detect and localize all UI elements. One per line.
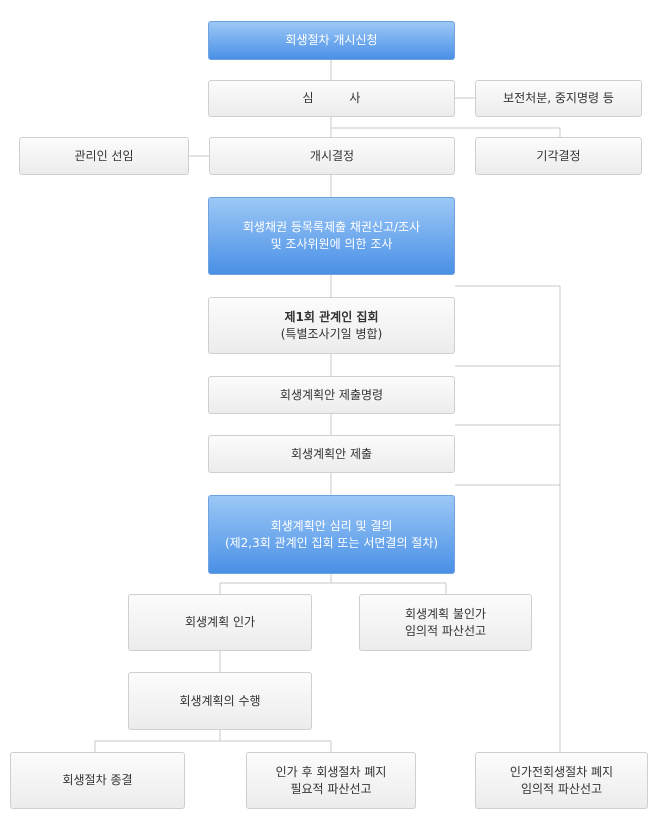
node-disapproval-line2: 임의적 파산선고 (404, 623, 487, 638)
node-plan-review-line2: (제2,3회 관계인 집회 또는 서면결의 절차) (224, 535, 439, 550)
node-review-label: 심 사 (302, 91, 377, 105)
node-approval: 회생계획 인가 (128, 594, 312, 651)
node-start-label: 회생절차 개시신청 (285, 33, 378, 47)
node-meeting1: 제1회 관계인 집회 (특별조사기일 병합) (208, 297, 455, 354)
node-pre-abolition-line1: 인가전회생절차 폐지 (509, 764, 614, 779)
node-manager-label: 관리인 선임 (74, 148, 134, 163)
node-claims: 회생채권 등목록제출 채권신고/조사 및 조사위원에 의한 조사 (208, 197, 455, 275)
node-plan-review: 회생계획안 심리 및 결의 (제2,3회 관계인 집회 또는 서면결의 절차) (208, 495, 455, 574)
node-plan-submit: 회생계획안 제출 (208, 435, 455, 473)
node-commencement: 개시결정 (209, 137, 455, 175)
node-dismissal: 기각결정 (475, 137, 642, 175)
node-post-abolition: 인가 후 회생절차 폐지 필요적 파산선고 (246, 752, 416, 809)
node-plan-order-label: 회생계획안 제출명령 (279, 387, 384, 402)
node-claims-line2: 및 조사위원에 의한 조사 (270, 237, 393, 251)
node-post-abolition-line2: 필요적 파산선고 (290, 781, 372, 796)
node-preservation-label: 보전처분, 중지명령 등 (503, 91, 614, 105)
node-execution-label: 회생계획의 수행 (179, 693, 261, 708)
node-termination: 회생절차 종결 (10, 752, 185, 809)
node-meeting1-line1: 제1회 관계인 집회 (284, 309, 379, 324)
node-commencement-label: 개시결정 (309, 148, 355, 163)
node-execution: 회생계획의 수행 (128, 672, 312, 730)
node-approval-label: 회생계획 인가 (184, 615, 256, 629)
node-pre-abolition: 인가전회생절차 폐지 임의적 파산선고 (475, 752, 648, 809)
node-pre-abolition-line2: 임의적 파산선고 (520, 781, 603, 796)
node-post-abolition-line1: 인가 후 회생절차 폐지 (275, 764, 387, 779)
node-disapproval: 회생계획 불인가 임의적 파산선고 (359, 594, 532, 651)
node-manager: 관리인 선임 (19, 137, 189, 175)
node-termination-label: 회생절차 종결 (62, 773, 133, 787)
node-dismissal-label: 기각결정 (536, 148, 581, 163)
node-claims-line1: 회생채권 등목록제출 채권신고/조사 (242, 220, 421, 234)
node-plan-submit-label: 회생계획안 제출 (290, 446, 373, 461)
node-plan-review-line1: 회생계획안 심리 및 결의 (270, 518, 393, 533)
node-preservation: 보전처분, 중지명령 등 (475, 80, 642, 117)
node-meeting1-line2: (특별조사기일 병합) (280, 326, 383, 341)
node-review: 심 사 (208, 80, 455, 117)
node-plan-order: 회생계획안 제출명령 (208, 376, 455, 414)
node-disapproval-line1: 회생계획 불인가 (404, 606, 487, 621)
node-start: 회생절차 개시신청 (208, 21, 455, 60)
